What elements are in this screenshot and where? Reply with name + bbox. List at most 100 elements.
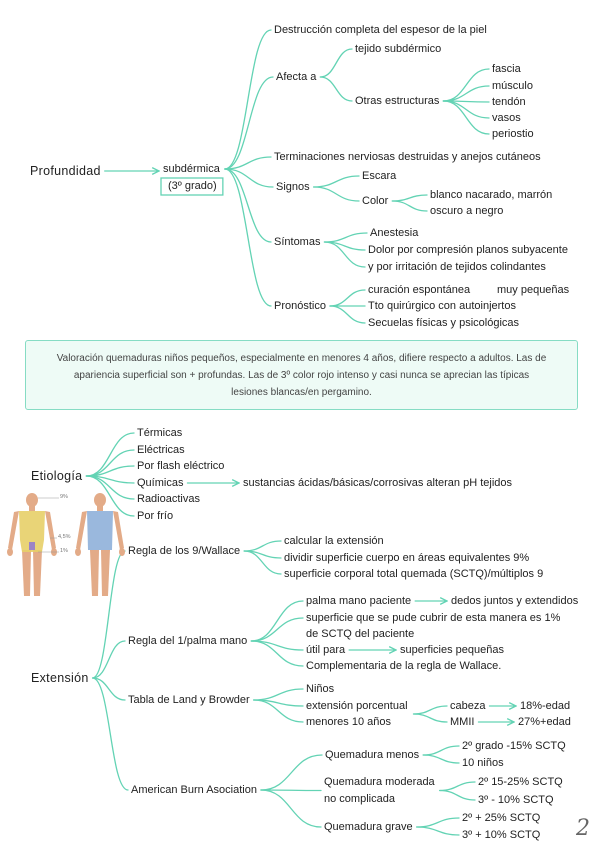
connector-line [243,540,282,552]
sintoma-item: Dolor por compresión planos subyacente [368,244,568,256]
mmii-value: 27%+edad [518,716,571,728]
estructura-item: periostio [492,128,534,140]
connector-line [312,175,360,188]
tejido-subdermico-text: tejido subdérmico [355,43,442,55]
connector-line [85,432,135,477]
etiologia-title: Etiología [31,469,83,483]
connector-line [391,194,428,202]
estructura-item: fascia [492,63,521,75]
connector-line [224,168,274,188]
note-box: Valoración quemaduras niños pequeños, es… [25,340,578,410]
connector-line [224,168,272,307]
connector-line [412,713,448,723]
etiologia-item: Radioactivas [137,493,200,505]
profundidad-title: Profundidad [30,164,101,178]
quemadura-menos-criterio: 10 niños [462,757,504,769]
quemadura-moderada-criterio: 2º 15-25% SCTQ [478,776,563,788]
destruccion-text: Destrucción completa del espesor de la p… [274,24,487,36]
util-text: útil para [306,644,346,656]
grade-box [160,177,224,196]
escara-text: Escara [362,170,397,182]
cabeza-value: 18%-edad [520,700,571,712]
connector-line [250,617,304,642]
quemadura-moderada-label: no complicada [324,793,395,805]
estructura-item: tendón [492,96,526,108]
connector-line [442,100,490,119]
figure-label: 4,5% [58,534,71,540]
sintoma-item: Anestesia [370,227,419,239]
note-line: apariencia superficial son + profundas. … [73,369,530,381]
pronostico-item: curación espontánea [368,284,471,296]
connector-line [422,754,460,764]
quemadura-menos-criterio: 2º grado -15% SCTQ [462,740,566,752]
superficie-text: de SCTQ del paciente [306,628,415,640]
land-browder-item: extensión porcentual [306,700,408,712]
land-browder-item: menores 10 años [306,716,391,728]
quemadura-grave-criterio: 2º + 25% SCTQ [462,812,541,824]
back-body-figure [75,493,125,596]
land-browder-item: Niños [306,683,335,695]
land-browder-label: Tabla de Land y Browder [128,694,250,706]
connector-line [422,745,460,756]
palma-text: palma mano paciente [306,595,412,607]
connector-line [412,705,448,715]
connector-line [85,475,135,517]
connector-line [439,789,476,801]
estructura-item: vasos [492,112,521,124]
quemadura-grave-label: Quemadura grave [324,821,413,833]
cabeza-label: cabeza [450,700,486,712]
connector-line [442,85,490,102]
color-value: oscuro a negro [430,205,504,217]
connector-line [323,232,368,243]
palma-detail: dedos juntos y extendidos [451,595,579,607]
connector-line [260,754,323,791]
pronostico-item: Tto quirúrgico con autoinjertos [368,300,516,312]
connector-line [329,305,366,324]
connector-line [442,68,490,102]
quemadura-grave-criterio: 3º + 10% SCTQ [462,829,541,841]
figure-label: 1% [60,548,68,554]
note-line: Valoración quemaduras niños pequeños, es… [56,352,547,364]
connector-line [91,677,126,701]
connector-line [253,688,304,701]
complementaria-text: Complementaria de la regla de Wallace. [306,660,502,672]
connector-line [250,600,304,642]
terminaciones-text: Terminaciones nerviosas destruidas y ane… [274,151,541,163]
connector-line [391,200,428,212]
connector-line [224,168,272,243]
etiologia-item: Químicas [137,477,184,489]
mmii-label: MMII [450,716,475,728]
connector-line [439,781,476,792]
regla-9-item: dividir superficie cuerpo en áreas equiv… [284,552,530,564]
quemadura-menos-label: Quemadura menos [325,749,420,761]
signos-label: Signos [276,181,310,193]
figure-label: 9% [60,494,68,500]
connector-line [442,100,490,135]
regla-9-item: superficie corporal total quemada (SCTQ)… [284,568,544,580]
util-detail: superficies pequeñas [400,644,504,656]
sintomas-label: Síntomas [274,236,321,248]
connector-line [416,817,460,828]
color-label: Color [362,195,389,207]
connector-line [224,76,274,170]
connector-line [250,640,304,667]
connector-line [91,550,126,679]
connector-line [224,29,272,170]
connector-line [91,677,129,791]
pronostico-label: Pronóstico [274,300,326,312]
connector-line [416,826,460,836]
connector-line [323,241,366,268]
connector-line [253,699,304,723]
extension-title: Extensión [31,671,89,685]
etiologia-item: Eléctricas [137,444,185,456]
depth-level-label: subdérmica [163,163,220,175]
depth-grade-label: (3º grado) [168,180,217,192]
connector-line [312,186,360,202]
connector-line [260,789,322,828]
aba-label: American Burn Asociation [131,784,257,796]
otras-estructuras-label: Otras estructuras [355,95,440,107]
regla-9-label: Regla de los 9/Wallace [128,545,241,557]
etiologia-item: Por frío [137,510,174,522]
